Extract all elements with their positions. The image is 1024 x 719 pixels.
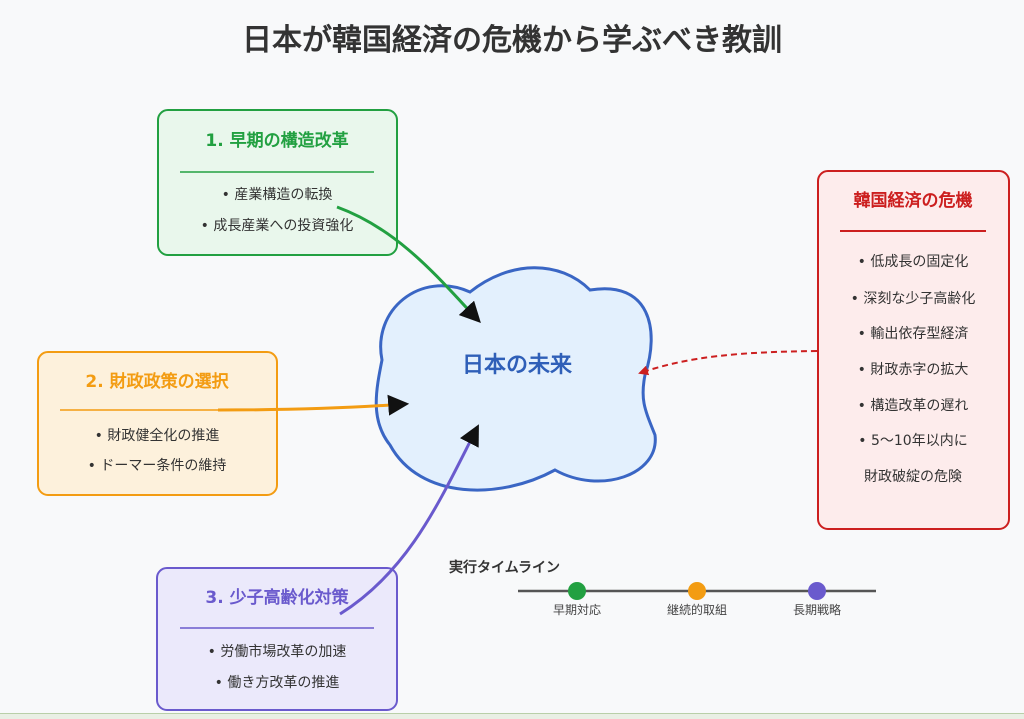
page-title: 日本が韓国経済の危機から学ぶべき教訓 [242,23,782,58]
center-label: 日本の未来 [462,353,573,378]
box-aging-society-title: 3. 少子高齢化対策 [205,587,349,608]
arrow-fiscal-to-future [217,394,410,416]
box-korea-crisis-item: • 財政赤字の拡大 [858,362,969,378]
timeline-label: 継続的取組 [667,602,727,617]
box-korea-crisis-title: 韓国経済の危機 [854,190,973,211]
timeline-dot-longterm [808,582,826,600]
timeline-label: 早期対応 [553,603,601,617]
box-aging-society-item: • 働き方改革の推進 [215,675,340,691]
box-korea-crisis-item: • 構造改革の遅れ [858,398,969,414]
box-korea-crisis-item: • 5〜10年以内に [858,433,967,449]
box-fiscal-policy-item: • 財政健全化の推進 [95,427,220,444]
timeline-label: 長期戦略 [793,602,841,617]
future-cloud [374,266,657,492]
arrow-crisis-to-future [638,350,818,376]
box-early-reform-item: • 成長産業への投資強化 [201,218,354,234]
box-korea-crisis-item: • 深刻な少子高齢化 [851,290,976,307]
timeline-title: 実行タイムライン [449,559,560,576]
box-early-reform-item: • 産業構造の転換 [222,187,333,203]
box-aging-society: 3. 少子高齢化対策 • 労働市場改革の加速 • 働き方改革の推進 [156,567,398,711]
box-korea-crisis-item: • 低成長の固定化 [858,254,969,270]
bottom-strip [0,713,1024,719]
timeline-dot-early [568,582,586,600]
box-fiscal-policy-item: • ドーマー条件の維持 [88,457,227,474]
box-early-reform: 1. 早期の構造改革 • 産業構造の転換 • 成長産業への投資強化 [157,109,398,256]
timeline-dot-ongoing [688,582,706,600]
box-aging-society-item: • 労働市場改革の加速 [208,643,347,660]
arrow-early-to-future [336,205,481,324]
box-korea-crisis-item: 財政破綻の危険 [864,469,962,485]
box-korea-crisis: 韓国経済の危機 • 低成長の固定化 • 深刻な少子高齢化 • 輸出依存型経済 •… [817,170,1010,530]
box-fiscal-policy: 2. 財政政策の選択 • 財政健全化の推進 • ドーマー条件の維持 [37,351,278,496]
timeline: 実行タイムライン 早期対応 継続的取組 長期戦略 [449,559,876,617]
box-early-reform-title: 1. 早期の構造改革 [205,130,348,151]
box-fiscal-policy-title: 2. 財政政策の選択 [85,371,229,392]
arrow-aging-to-future [339,424,479,616]
box-korea-crisis-item: • 輸出依存型経済 [858,326,969,342]
